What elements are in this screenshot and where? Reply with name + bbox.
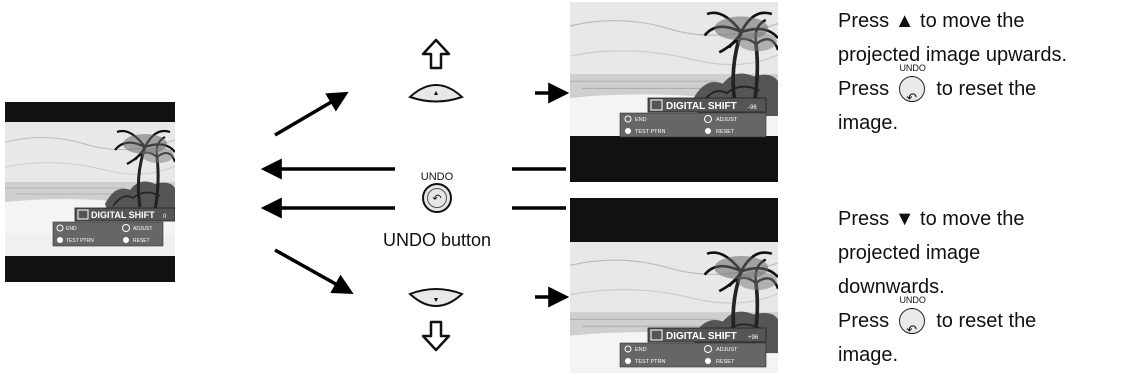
- osd-adjust: ADJUST: [716, 117, 738, 123]
- osd-title: DIGITAL SHIFT: [91, 210, 155, 220]
- screen-down: DIGITAL SHIFT +96 END ADJUST TEST PTRN R…: [570, 198, 778, 374]
- up-arrow-icon: [421, 38, 451, 70]
- undo-button[interactable]: ↶: [422, 183, 452, 213]
- desc-down-line1: Press ▼ to move the: [838, 208, 1025, 230]
- up-key[interactable]: ▲: [408, 38, 464, 103]
- undo-inline-icon: UNDO ↶: [898, 62, 926, 105]
- desc-up: Press ▲ to move the projected image upwa…: [838, 4, 1067, 140]
- osd-title: DIGITAL SHIFT: [666, 331, 737, 342]
- svg-text:▼: ▼: [433, 297, 440, 304]
- osd-end: END: [635, 117, 647, 123]
- desc-down-line5: image.: [838, 344, 899, 366]
- down-arrow-icon: [421, 320, 451, 352]
- down-key[interactable]: ▼: [408, 288, 464, 352]
- up-triangle-icon: ▲: [894, 10, 915, 32]
- arrow-to-down-key: [274, 248, 354, 295]
- desc-down-line4: Press UNDO ↶ to reset the: [838, 294, 1037, 337]
- osd-reset: RESET: [133, 238, 150, 244]
- osd-title: DIGITAL SHIFT: [666, 101, 737, 112]
- desc-down-line2: projected image: [838, 242, 981, 264]
- desc-up-line1: Press ▲ to move the: [838, 10, 1025, 32]
- arrow-to-up-key: [274, 91, 349, 137]
- osd-test: TEST PTRN: [66, 238, 94, 244]
- osd-adjust: ADJUST: [716, 347, 738, 353]
- down-triangle-icon: ▼: [894, 208, 915, 230]
- osd-center: DIGITAL SHIFT 0 END ADJUST TEST PTRN RES…: [52, 207, 175, 247]
- osd-value: 0: [163, 214, 167, 220]
- screen-center: DIGITAL SHIFT 0 END ADJUST TEST PTRN RES…: [5, 102, 175, 282]
- desc-up-line3: Press UNDO ↶ to reset the: [838, 62, 1037, 105]
- undo-icon: ↶: [432, 193, 441, 205]
- osd-down: DIGITAL SHIFT +96 END ADJUST TEST PTRN R…: [619, 327, 767, 368]
- desc-up-line2: projected image upwards.: [838, 44, 1068, 66]
- osd-reset: RESET: [716, 129, 735, 135]
- undo-caption: UNDO: [421, 171, 454, 183]
- desc-down: Press ▼ to move the projected image down…: [838, 202, 1036, 372]
- osd-adjust: ADJUST: [133, 226, 152, 232]
- up-cursor-key-icon: [408, 84, 464, 103]
- undo-inline-icon: UNDO ↶: [898, 294, 926, 337]
- osd-test: TEST PTRN: [635, 359, 665, 365]
- osd-end: END: [66, 226, 77, 232]
- desc-up-line4: image.: [838, 112, 899, 134]
- down-cursor-key-icon: [408, 288, 464, 307]
- desc-down-line3: downwards.: [838, 276, 945, 298]
- osd-value: +96: [748, 335, 759, 341]
- osd-reset: RESET: [716, 359, 735, 365]
- osd-end: END: [635, 347, 647, 353]
- osd-test: TEST PTRN: [635, 129, 665, 135]
- screen-up: DIGITAL SHIFT -96 END ADJUST TEST PTRN R…: [570, 2, 778, 182]
- osd-value: -96: [748, 105, 757, 111]
- osd-up: DIGITAL SHIFT -96 END ADJUST TEST PTRN R…: [619, 97, 767, 138]
- undo-button-label: UNDO button: [383, 230, 491, 250]
- svg-text:▲: ▲: [433, 90, 440, 97]
